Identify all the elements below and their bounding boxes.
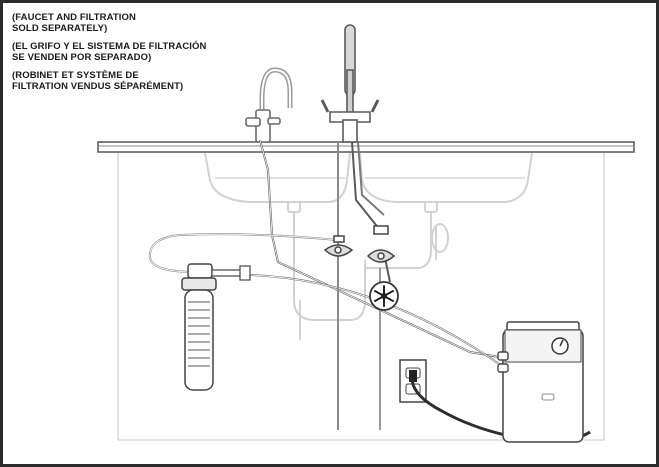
hot-cold-faucet	[322, 25, 378, 142]
sink-basins	[205, 153, 532, 340]
water-filter-cartridge	[182, 264, 250, 390]
snowflake-icon	[370, 282, 398, 310]
standard-faucet	[246, 70, 290, 142]
chiller-tank	[498, 322, 583, 442]
shutoff-valves	[325, 226, 394, 262]
countertop	[98, 142, 634, 152]
